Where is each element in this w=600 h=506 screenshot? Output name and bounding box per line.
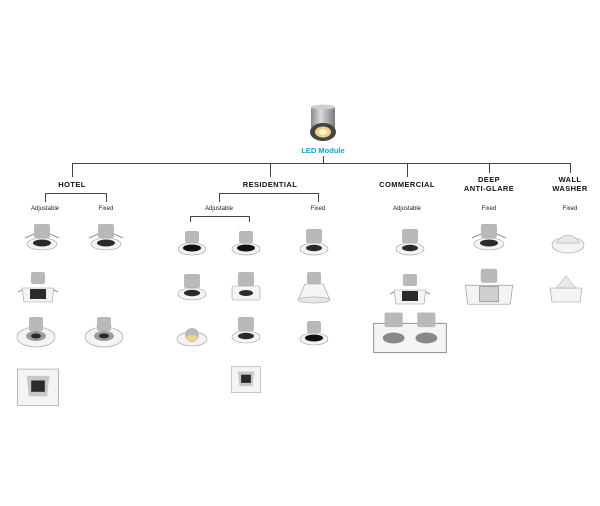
- res-adjustable-square-image: [231, 366, 261, 393]
- category-deep-line1: DEEP: [477, 175, 501, 184]
- hotel-fixed-label: Fixed: [98, 206, 114, 212]
- hotel-sub-drop-1: [45, 193, 46, 202]
- category-residential: RESIDENTIAL: [242, 180, 298, 189]
- res-fixed-1-image: [299, 229, 329, 256]
- hotel-adjustable-trimless-image: [16, 317, 56, 348]
- wall-fixed-square-image: [549, 275, 583, 303]
- res-adj-drop-2: [249, 216, 250, 222]
- led-module-image: [310, 104, 336, 141]
- commercial-adjustable-label: Adjustable: [392, 206, 422, 212]
- wall-fixed-round-image: [551, 234, 585, 254]
- res-adjustable-1-image: [177, 231, 207, 256]
- residential-adjustable-label: Adjustable: [204, 206, 234, 212]
- hotel-fixed-trimless-image: [84, 317, 124, 348]
- res-adjustable-4-image: [231, 272, 261, 301]
- category-commercial: COMMERCIAL: [379, 180, 435, 189]
- res-fixed-2-image: [297, 272, 331, 304]
- hotel-sub-drop-2: [106, 193, 107, 202]
- category-wall-line2: WASHER: [552, 184, 588, 193]
- hotel-adjustable-square-image: [17, 272, 59, 303]
- hotel-fixed-round-image: [88, 224, 124, 251]
- residential-fixed-label: Fixed: [310, 206, 326, 212]
- res-adj-bar: [190, 216, 250, 217]
- commercial-adjustable-1-image: [395, 229, 425, 256]
- commercial-adjustable-2-image: [389, 274, 431, 305]
- wall-fixed-label: Fixed: [562, 206, 578, 212]
- res-sub-drop-2: [318, 193, 319, 202]
- res-adjustable-5-image: [176, 328, 208, 347]
- res-sub-drop-1: [219, 193, 220, 202]
- deep-fixed-square-image: [464, 268, 514, 305]
- hotel-adjustable-label: Adjustable: [30, 206, 60, 212]
- commercial-double-image: [373, 312, 447, 354]
- res-adjustable-6-image: [231, 317, 261, 344]
- trunk-line: [323, 156, 324, 163]
- res-fixed-3-image: [299, 321, 329, 346]
- category-wall-line1: WALL: [558, 175, 582, 184]
- main-bar: [72, 163, 571, 164]
- hotel-adjustable-frame-image: [17, 368, 59, 406]
- hotel-adjustable-round-image: [24, 224, 60, 251]
- category-hotel: HOTEL: [58, 180, 86, 189]
- drop-hotel: [72, 163, 73, 177]
- res-adjustable-2-image: [231, 231, 261, 256]
- deep-fixed-label: Fixed: [481, 206, 497, 212]
- res-adj-drop-1: [190, 216, 191, 222]
- root-label: LED Module: [301, 146, 345, 155]
- drop-residential: [270, 163, 271, 177]
- res-adjustable-3-image: [177, 274, 207, 301]
- drop-deep: [489, 163, 490, 173]
- drop-commercial: [407, 163, 408, 177]
- drop-wall: [570, 163, 571, 173]
- hotel-sub-bar: [45, 193, 107, 194]
- deep-fixed-round-image: [471, 224, 507, 251]
- res-sub-bar: [219, 193, 318, 194]
- category-deep-line2: ANTI-GLARE: [463, 184, 515, 193]
